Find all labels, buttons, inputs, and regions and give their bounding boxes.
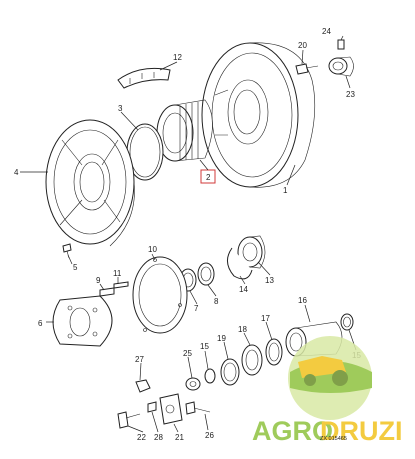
callout-26: 26	[205, 431, 214, 440]
reference-code: ZX 015465	[320, 436, 347, 442]
callout-16: 16	[298, 296, 307, 305]
callout-28: 28	[154, 433, 163, 442]
callout-27: 27	[135, 355, 144, 364]
logo-wheel-icon	[304, 374, 316, 386]
part-9-pin	[99, 287, 115, 297]
callout-10: 10	[148, 245, 157, 254]
callout-numbers: 12 3 4 2 1 20 24 23 5 10 9 11 13 14 8 7 …	[14, 27, 361, 442]
part-13-seal	[237, 235, 266, 269]
part-6-flange	[52, 295, 113, 347]
part-24-pin	[337, 39, 345, 50]
callout-17: 17	[261, 314, 270, 323]
part-15-o-ring-lower	[204, 368, 216, 384]
part-2-splined-hub	[156, 99, 213, 162]
part-17-ring	[265, 338, 283, 366]
part-28-fitting	[147, 401, 157, 413]
part-21-valve-block	[159, 393, 183, 425]
callout-23: 23	[346, 90, 355, 99]
callout-14: 14	[239, 285, 248, 294]
callout-21: 21	[175, 433, 184, 442]
part-11-pin	[113, 281, 129, 289]
logo-tractor-icon	[298, 356, 346, 378]
callout-13: 13	[265, 276, 274, 285]
part-14-snap-ring	[227, 247, 253, 280]
part-27-nut	[135, 379, 151, 393]
callout-6: 6	[38, 319, 43, 328]
callout-22: 22	[137, 433, 146, 442]
callout-7: 7	[194, 304, 199, 313]
part-23-bushing	[328, 56, 354, 77]
part-1-brake-disc	[201, 42, 316, 188]
callout-19: 19	[217, 334, 226, 343]
callout-15-lower: 15	[200, 342, 209, 351]
callout-1: 1	[283, 186, 288, 195]
callout-5: 5	[73, 263, 78, 272]
callout-25: 25	[183, 349, 192, 358]
callout-24: 24	[322, 27, 331, 36]
callout-12: 12	[173, 53, 182, 62]
part-19-ring	[220, 358, 240, 386]
part-10-gasket	[132, 256, 188, 334]
watermark-logo: AGRO DRUZI	[252, 336, 403, 446]
callout-11: 11	[113, 269, 122, 278]
part-20-screw	[295, 63, 319, 75]
callout-2: 2	[206, 173, 211, 182]
part-15-o-ring-right	[340, 313, 354, 331]
part-4-housing	[45, 119, 135, 247]
callout-8: 8	[214, 297, 219, 306]
part-5-bolt	[62, 243, 72, 259]
part-22-elbow-fitting	[117, 411, 141, 429]
part-18-ring	[241, 344, 263, 376]
part-25-washer	[185, 377, 201, 391]
watermark-text-agro: AGRO	[252, 416, 333, 446]
callout-3: 3	[118, 104, 123, 113]
callout-9: 9	[96, 276, 101, 285]
part-12-brake-shoe	[117, 67, 171, 89]
logo-wheel-icon-large	[332, 370, 348, 386]
leader-lines	[20, 35, 357, 433]
callout-20: 20	[298, 41, 307, 50]
part-8-washer	[197, 262, 215, 286]
callout-18: 18	[238, 325, 247, 334]
watermark-text-druzi: DRUZI	[320, 416, 403, 446]
callout-4: 4	[14, 168, 19, 177]
part-26-bolt	[185, 401, 211, 415]
